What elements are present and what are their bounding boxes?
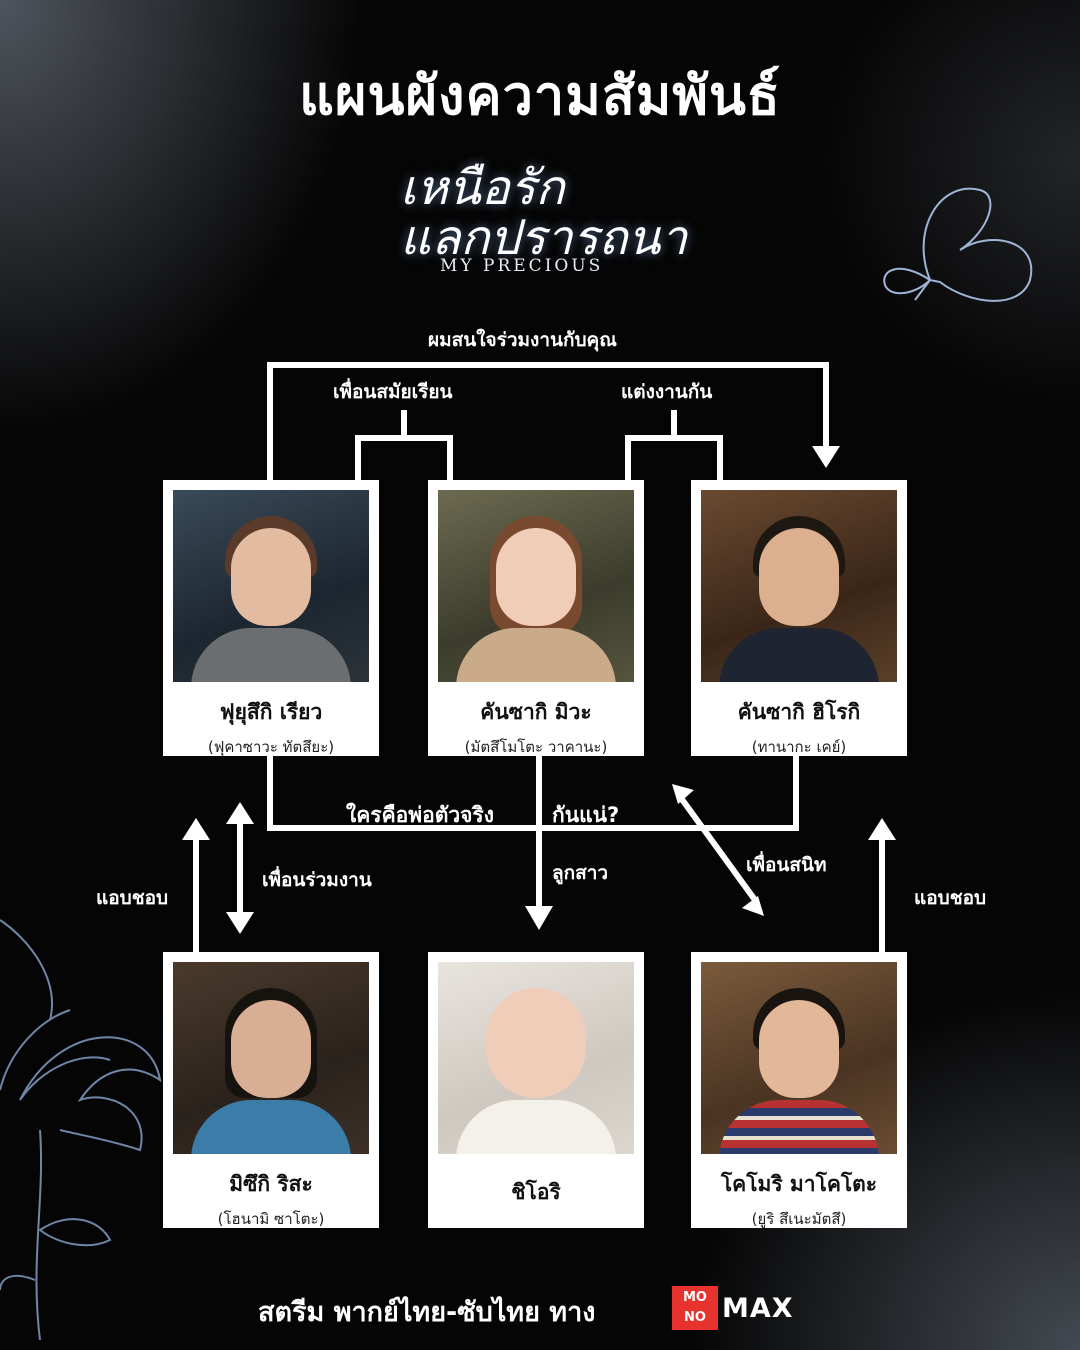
label-who-is-father-a: ใครคือพ่อตัวจริง bbox=[346, 803, 494, 827]
actor-name: (โฮนามิ ซาโตะ) bbox=[217, 1210, 325, 1228]
logo-english: MY PRECIOUS bbox=[440, 256, 604, 276]
label-close-friend: เพื่อนสนิท bbox=[746, 854, 827, 876]
character-photo bbox=[438, 962, 634, 1154]
character-name: คันซากิ ฮิโรกิ bbox=[737, 700, 861, 724]
label-crush-right: แอบชอบ bbox=[914, 887, 987, 909]
character-name: โคโมริ มาโคโตะ bbox=[720, 1172, 878, 1196]
footer-streaming-text: สตรีม พากย์ไทย-ซับไทย ทาง bbox=[258, 1297, 596, 1328]
character-card-miwa: คันซากิ มิวะ (มัตสึโมโตะ วาคานะ) bbox=[428, 480, 644, 756]
character-name: มิซึกิ ริสะ bbox=[229, 1172, 313, 1196]
flower-icon bbox=[0, 919, 162, 1340]
line-work-together bbox=[267, 362, 829, 484]
line-married bbox=[625, 435, 723, 484]
logo-thai-line2: แลกปรารถนา bbox=[400, 210, 688, 266]
actor-name: (มัตสึโมโตะ วาคานะ) bbox=[464, 738, 608, 756]
actor-name: (ฟุคาซาวะ ทัตสึยะ) bbox=[207, 738, 335, 756]
line-school-friends bbox=[355, 435, 453, 484]
label-coworker: เพื่อนร่วมงาน bbox=[262, 869, 372, 891]
character-name: ชิโอริ bbox=[511, 1180, 561, 1204]
label-married: แต่งงานกัน bbox=[621, 381, 713, 403]
character-card-hiroki: คันซากิ ฮิโรกิ (ทานากะ เคย์) bbox=[691, 480, 907, 756]
character-name: คันซากิ มิวะ bbox=[480, 700, 592, 724]
character-card-makoto: โคโมริ มาโคโตะ (ยูริ สึเนะมัตสึ) bbox=[691, 952, 907, 1228]
character-card-ryo: ฟุยุสึกิ เรียว (ฟุคาซาวะ ทัตสึยะ) bbox=[163, 480, 379, 756]
actor-name: (ยูริ สึเนะมัตสึ) bbox=[751, 1210, 847, 1228]
label-crush-left: แอบชอบ bbox=[96, 887, 169, 909]
line-close-friend bbox=[678, 796, 758, 902]
logo-thai-line1: เหนือรัก bbox=[400, 160, 565, 216]
character-name: ฟุยุสึกิ เรียว bbox=[219, 700, 323, 724]
line-who-is-father bbox=[267, 756, 799, 831]
character-photo bbox=[701, 962, 897, 1154]
character-photo bbox=[173, 490, 369, 682]
label-daughter: ลูกสาว bbox=[552, 862, 609, 884]
label-who-is-father-b: กันแน่? bbox=[552, 803, 620, 827]
character-card-shiori: ชิโอริ bbox=[428, 952, 644, 1228]
monomax-logo: MO NO MAX bbox=[672, 1286, 794, 1330]
label-school-friends: เพื่อนสมัยเรียน bbox=[333, 381, 453, 403]
character-photo bbox=[438, 490, 634, 682]
butterfly-icon bbox=[883, 187, 1033, 302]
brand-text: MAX bbox=[722, 1292, 794, 1324]
actor-name: (ทานากะ เคย์) bbox=[751, 738, 847, 756]
character-photo bbox=[173, 962, 369, 1154]
brand-box: MO NO bbox=[672, 1286, 718, 1330]
page-title: แผนผังความสัมพันธ์ bbox=[299, 64, 781, 127]
character-photo bbox=[701, 490, 897, 682]
label-work-together: ผมสนใจร่วมงานกับคุณ bbox=[428, 329, 617, 351]
character-card-risa: มิซึกิ ริสะ (โฮนามิ ซาโตะ) bbox=[163, 952, 379, 1228]
